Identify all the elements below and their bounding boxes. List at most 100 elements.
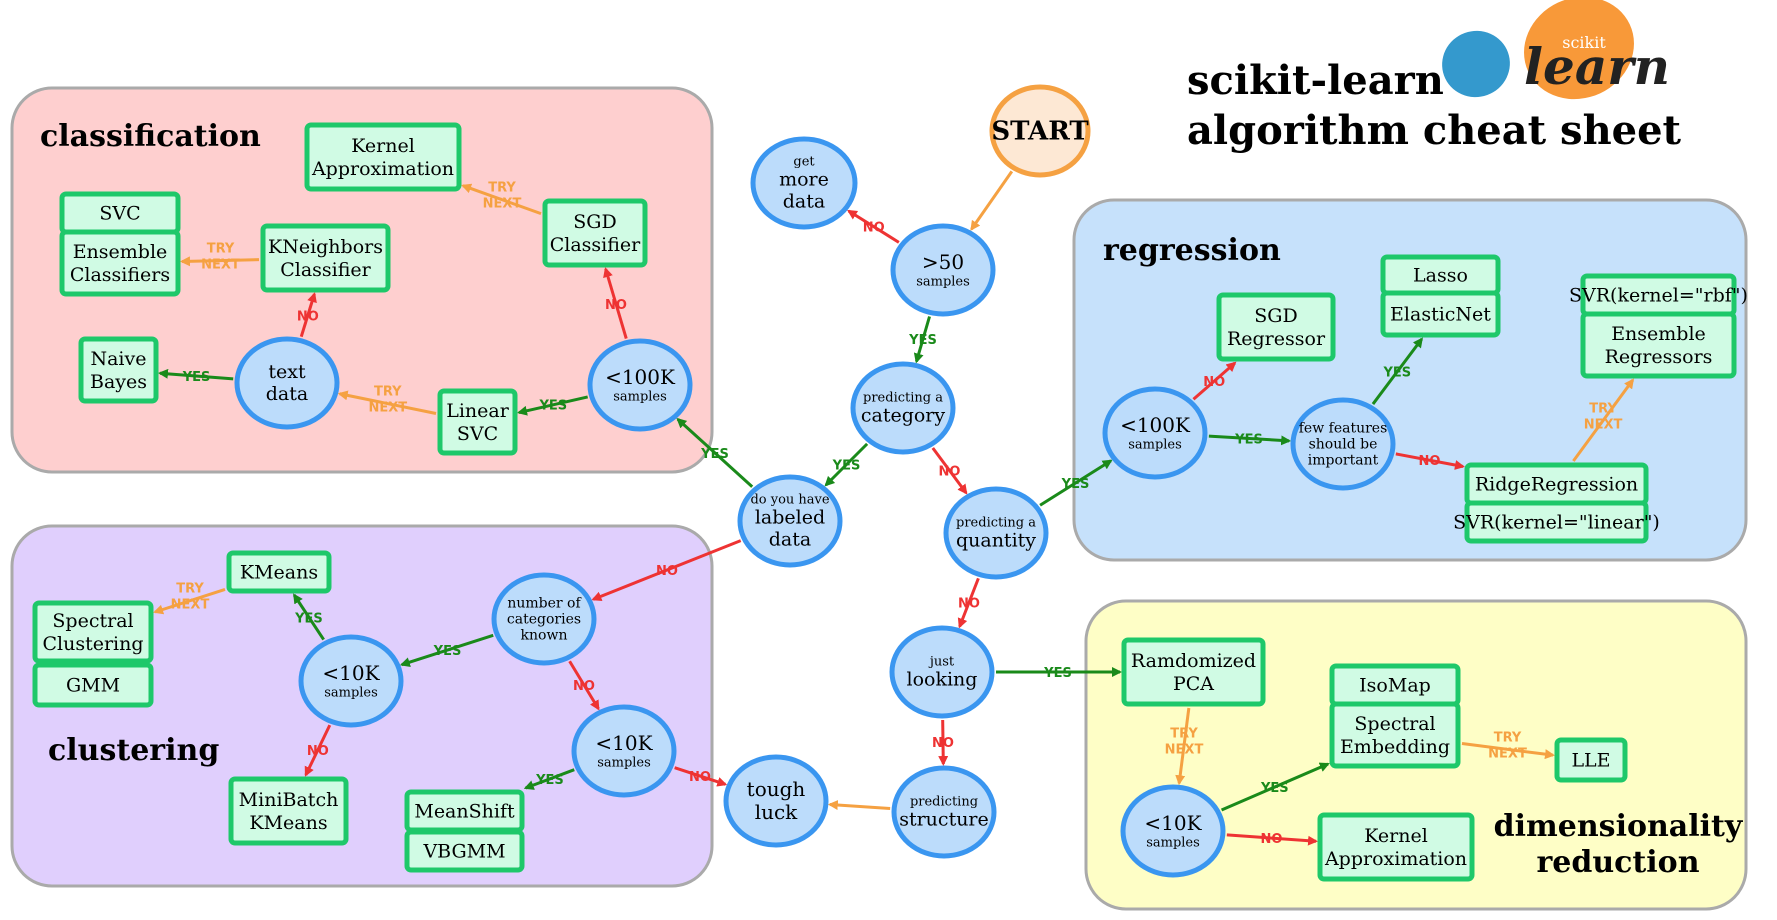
decision-node-shape [571, 704, 677, 798]
algo-box-text: Kernel [1364, 825, 1428, 847]
edge-label-try: TRY [1589, 402, 1617, 417]
decision-node-text: samples [1128, 438, 1182, 453]
edge-label-no: NO [297, 309, 319, 324]
decision-node-shape [491, 572, 597, 666]
edge-label-yes: YES [294, 611, 323, 626]
decision-node-text: few features [1299, 420, 1388, 436]
algo-box-shape [228, 776, 349, 846]
edge-label-no: NO [1260, 832, 1282, 847]
algo-box-text: Clustering [42, 633, 143, 655]
edge-dim_lt10k-to-spectral_embedding [1220, 762, 1330, 812]
edge-reg_lt100k-to-few_features [1208, 434, 1292, 446]
decision-start: START [989, 84, 1091, 178]
dimred-title-line1: dimensionality [1494, 809, 1744, 844]
decision-node-text: <10K [322, 661, 380, 685]
edge-start-to-gt50 [970, 170, 1014, 231]
edge-label-try: TRY [1494, 730, 1522, 745]
algo-box-text: KNeighbors [268, 236, 383, 258]
algo-box-text: SVR(kernel="rbf") [1569, 284, 1748, 306]
algo-box-text: Spectral [52, 610, 133, 632]
algorithm-boxes-layer: KernelApproximationSGDClassifierSVCEnsem… [32, 122, 1748, 882]
logo-orange-shape [1524, 0, 1634, 100]
clustering-title: clustering [48, 733, 219, 768]
decision-node-shape [737, 474, 843, 568]
algo-svr-rbf: SVR(kernel="rbf") [1569, 273, 1748, 317]
edge-gt50-to-predicting_category [913, 316, 931, 364]
edge-label-no: NO [605, 298, 627, 313]
algo-box-text: KMeans [249, 812, 327, 834]
edge-clu_lt10k_b-to-meanshift [523, 768, 575, 790]
algo-box-shape [404, 829, 525, 873]
algo-box-shape [1580, 311, 1737, 379]
edge-linear_svc-to-text_data [337, 390, 437, 415]
edge-kmeans-to-spectral_clustering [153, 587, 226, 615]
algo-svc: SVC [59, 191, 181, 235]
edge-gt50-to-get_more_data [846, 209, 900, 244]
edge-kneighbors-to-ensemble_classifiers [180, 256, 260, 267]
algo-box-text: SVC [457, 423, 498, 445]
edge-label-try: TRY [1170, 727, 1198, 742]
edge-label-no: NO [689, 770, 711, 785]
edge-label-next: NEXT [1488, 746, 1527, 761]
algo-box-text: Approximation [311, 158, 454, 180]
page-title-line2: algorithm cheat sheet [1187, 107, 1682, 154]
decision-node-text: samples [324, 686, 378, 701]
edge-ridge-to-ensemble_regressors [1572, 378, 1635, 462]
decision-node-shape [889, 625, 995, 719]
algo-box-text: Ensemble [1611, 323, 1706, 345]
algo-box-text: MiniBatch [239, 789, 339, 811]
edge-spectral_embedding-to-lle [1461, 742, 1555, 760]
algo-box-text: PCA [1173, 673, 1214, 695]
decision-node-text: >50 [922, 250, 964, 274]
decision-node-shape [891, 765, 997, 859]
edge-label-yes: YES [1260, 781, 1289, 796]
decision-node-text: looking [907, 669, 978, 691]
regression-title: regression [1103, 233, 1281, 268]
decision-node-shape [750, 136, 858, 230]
algo-box-text: Classifier [550, 234, 641, 256]
decision-node-text: should be [1309, 437, 1378, 453]
edge-label-no: NO [573, 679, 595, 694]
edge-predicting_quantity-to-reg_lt100k [1039, 459, 1113, 507]
edge-label-yes: YES [1383, 366, 1412, 381]
edge-label-no: NO [1203, 375, 1225, 390]
decision-node-text: just [928, 654, 955, 669]
algo-lasso: Lasso [1380, 254, 1501, 296]
decision-node-text: structure [899, 809, 989, 831]
logo-blue-shape [1442, 30, 1510, 98]
algo-box-text: Naive [90, 348, 146, 370]
algo-box-text: Regressors [1605, 346, 1713, 368]
algo-box-shape [1554, 737, 1628, 783]
edge-label-yes: YES [1234, 433, 1263, 448]
edge-text_data-to-kneighbors [299, 292, 317, 338]
decision-node-text: predicting a [863, 390, 943, 405]
edge-label-no: NO [958, 597, 980, 612]
algo-box-shape [304, 122, 462, 192]
algo-box-text: Spectral [1354, 713, 1435, 735]
algo-box-text: SGD [1254, 305, 1297, 327]
algo-box-text: KMeans [240, 561, 318, 583]
algo-box-text: Approximation [1324, 848, 1467, 870]
edge-label-yes: YES [1043, 666, 1072, 681]
algo-box-shape [542, 198, 648, 268]
algo-box-shape [437, 388, 518, 456]
decision-node-shape [943, 486, 1049, 580]
